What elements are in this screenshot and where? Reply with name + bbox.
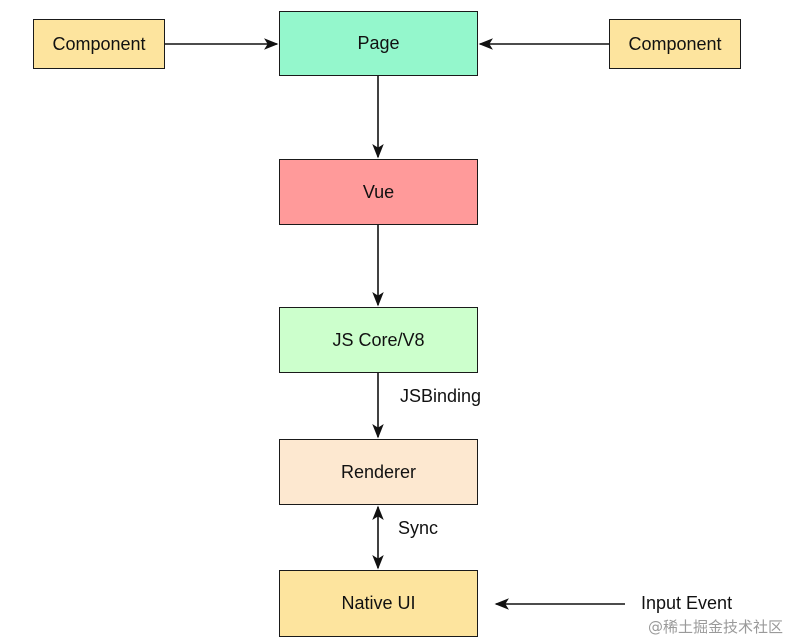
node-page: Page bbox=[279, 11, 478, 76]
watermark-text: @稀土掘金技术社区 bbox=[647, 618, 783, 636]
edge-label-jsbinding: JSBinding bbox=[400, 386, 482, 406]
node-component-right: Component bbox=[609, 19, 741, 69]
node-jscore: JS Core/V8 bbox=[279, 307, 478, 373]
node-native-ui: Native UI bbox=[279, 570, 478, 637]
node-renderer: Renderer bbox=[279, 439, 478, 505]
node-component-left: Component bbox=[33, 19, 165, 69]
edge-label-sync: Sync bbox=[398, 518, 439, 538]
edge-label-input-event: Input Event bbox=[641, 593, 733, 613]
node-vue: Vue bbox=[279, 159, 478, 225]
